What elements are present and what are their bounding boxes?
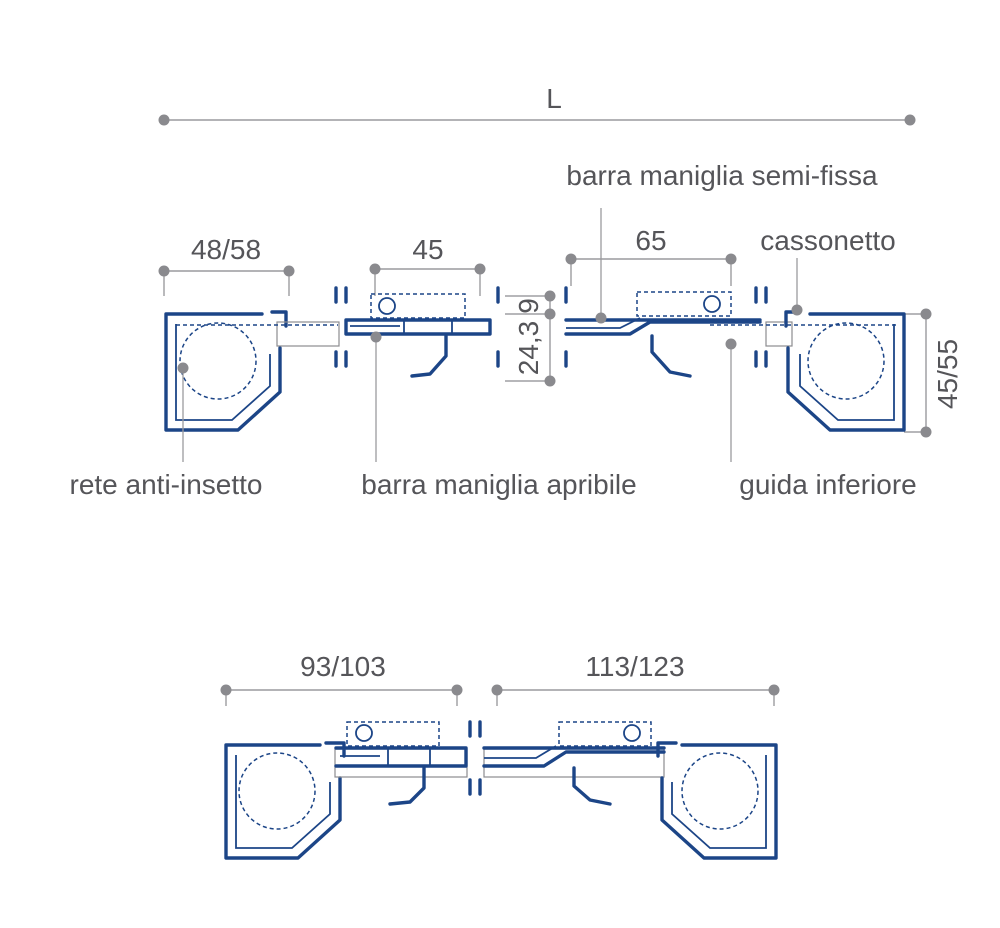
leaders-top xyxy=(177,208,803,462)
dimension-height-bar-label: 24,3 xyxy=(513,321,544,376)
dimension-left-box: 48/58 xyxy=(158,234,295,296)
dimension-bottom-right-label: 113/123 xyxy=(585,651,684,682)
dimension-semi-fixed-bar-label: 65 xyxy=(635,225,666,256)
dimension-box-height-label: 45/55 xyxy=(932,339,963,409)
label-opening-bar: barra maniglia apribile xyxy=(361,469,636,500)
dimension-opening-bar: 45 xyxy=(369,234,486,296)
top-assembly xyxy=(164,286,906,432)
label-bottom-guide: guida inferiore xyxy=(739,469,916,500)
dimension-bottom-right: 113/123 xyxy=(491,651,780,706)
dimension-semi-fixed-bar: 65 xyxy=(565,225,737,286)
dimension-bottom-left-label: 93/103 xyxy=(300,651,386,682)
bottom-assembly xyxy=(224,720,778,860)
dimension-left-box-label: 48/58 xyxy=(191,234,261,265)
dimension-overall: L xyxy=(158,83,916,126)
dimension-height-small-label: 9 xyxy=(513,298,544,314)
dimension-overall-label: L xyxy=(546,83,562,114)
dimension-heights: 9 24,3 xyxy=(505,290,556,387)
label-insect-net: rete anti-insetto xyxy=(70,469,263,500)
dimension-box-height: 45/55 xyxy=(904,308,963,438)
dimension-opening-bar-label: 45 xyxy=(412,234,443,265)
label-box: cassonetto xyxy=(760,225,895,256)
dimension-bottom-left: 93/103 xyxy=(220,651,463,706)
label-semi-fixed-bar: barra maniglia semi-fissa xyxy=(566,160,878,191)
